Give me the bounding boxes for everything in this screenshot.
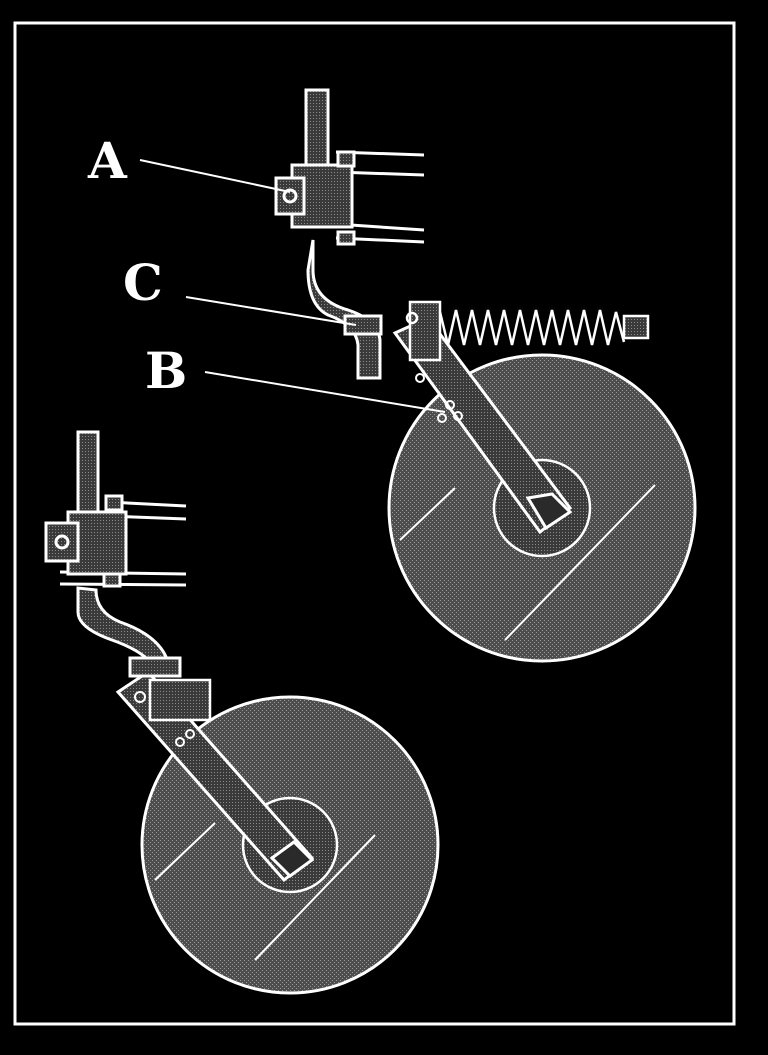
leader-line-c [185,296,357,326]
lower-arm [115,670,315,883]
callout-label-b: B [145,341,187,400]
upper-arm [392,316,573,535]
frame-border [13,21,736,1026]
upper-assembly [274,88,697,663]
upper-shaft [274,88,425,380]
callout-b: B [145,341,446,413]
lower-shaft [44,430,187,678]
callout-label-a: A [87,131,128,190]
lower-assembly [44,430,440,995]
leader-line-a [139,159,291,193]
upper-spring [405,300,650,362]
callout-c: C [123,253,357,326]
callout-a: A [87,131,291,193]
leader-line-b [204,371,446,413]
callout-label-c: C [123,253,163,312]
